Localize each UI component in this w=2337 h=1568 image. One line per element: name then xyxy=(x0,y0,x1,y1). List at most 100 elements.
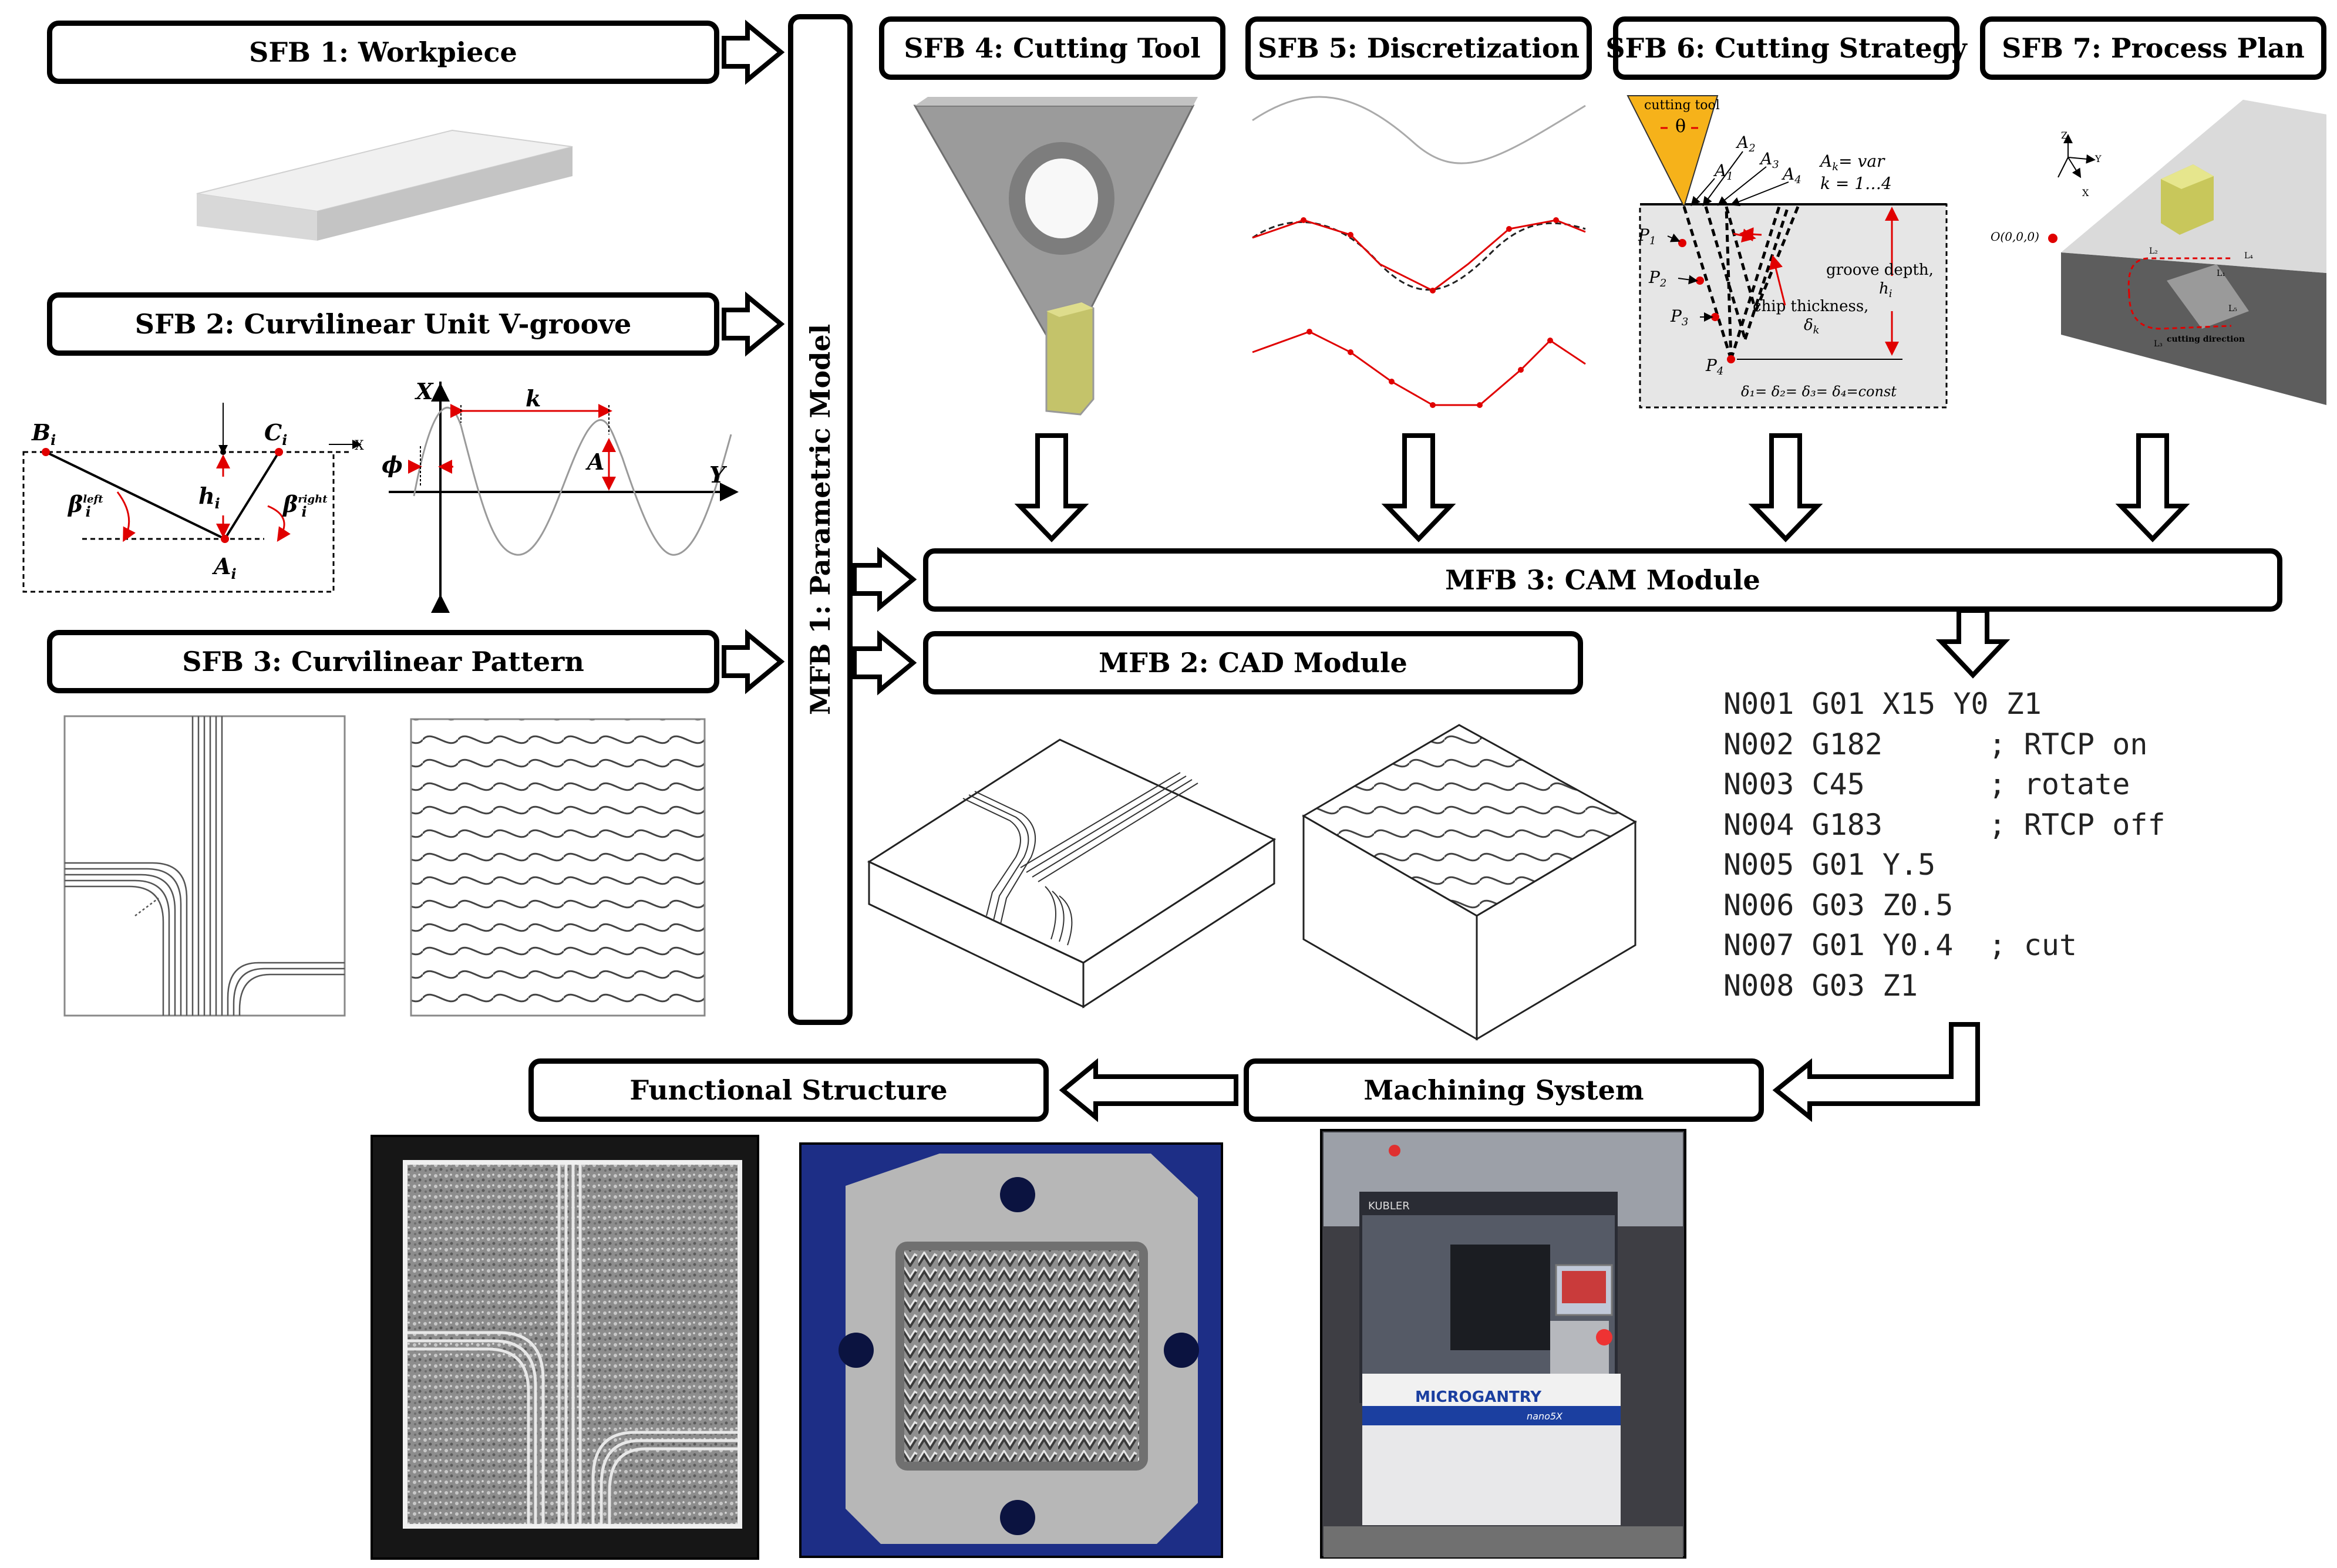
vgroove-beta-right-label: β xyxy=(282,491,298,517)
arrow-sfb3-to-mfb1 xyxy=(722,629,785,694)
svg-text:Ai: Ai xyxy=(212,553,237,582)
svg-text:Ci: Ci xyxy=(264,419,287,449)
sfb5-label: SFB 5: Discretization xyxy=(1257,32,1580,64)
p4-label: P4 xyxy=(1705,356,1723,377)
sine-k-label: k xyxy=(526,385,541,412)
a3-label: A3 xyxy=(1759,149,1779,171)
arrow-sfb7-down xyxy=(2115,433,2190,542)
functional-photo-1 xyxy=(371,1135,759,1560)
svg-text:L₅: L₅ xyxy=(2228,304,2237,313)
ak-label: Ak= var xyxy=(1819,151,1885,173)
arrow-sfb5-down xyxy=(1381,433,1456,542)
vgroove-a-label: A xyxy=(212,553,231,579)
cad-model-1 xyxy=(867,739,1277,1009)
mfb1-parametric-model-box: MFB 1: Parametric Model xyxy=(788,14,853,1025)
gcode-line: N007 G01 Y0.4 ; cut xyxy=(1723,928,2077,962)
svg-text:Z: Z xyxy=(2061,130,2067,141)
delta-const-label: δ₁= δ₂= δ₃= δ₄=const xyxy=(1741,383,1897,400)
svg-text:L₁: L₁ xyxy=(2217,269,2225,278)
theta-label: θ xyxy=(1675,116,1686,137)
sfb7-label: SFB 7: Process Plan xyxy=(2002,32,2305,64)
machining-label: Machining System xyxy=(1363,1074,1644,1106)
mfb2-label: MFB 2: CAD Module xyxy=(1099,647,1407,679)
svg-text:L₃: L₃ xyxy=(2154,339,2163,349)
curvilinear-pattern-2 xyxy=(410,718,706,1017)
sine-phi-label: ϕ xyxy=(382,451,403,478)
machine-brand-label: KUBLER xyxy=(1368,1200,1410,1212)
sine-a-label: A xyxy=(585,449,604,475)
sfb4-cutting-tool-box: SFB 4: Cutting Tool xyxy=(879,16,1225,80)
svg-text:δk: δk xyxy=(1804,316,1820,336)
gcode-line: N008 G03 Z1 xyxy=(1723,968,1918,1003)
functional-photo-2 xyxy=(799,1142,1223,1558)
mfb2-cad-module-box: MFB 2: CAD Module xyxy=(923,631,1583,694)
vgroove-beta-left-label: β xyxy=(67,491,83,517)
gcode-line: N006 G03 Z0.5 xyxy=(1723,888,1954,922)
cutting-tool-label: cutting tool xyxy=(1644,98,1720,113)
machine-model-label: MICROGANTRY xyxy=(1415,1388,1542,1406)
svg-text:X: X xyxy=(2082,187,2089,198)
arrow-sfb1-to-mfb1 xyxy=(722,19,785,85)
sfb1-label: SFB 1: Workpiece xyxy=(249,36,517,68)
svg-text:hi: hi xyxy=(198,483,220,512)
mfb3-label: MFB 3: CAM Module xyxy=(1445,564,1760,596)
curvilinear-pattern-1 xyxy=(63,715,346,1017)
k-range-label: k = 1…4 xyxy=(1820,174,1892,193)
arrow-gcode-to-machining xyxy=(1772,1022,1980,1122)
arrow-sfb4-down xyxy=(1014,433,1089,542)
svg-text:Bi: Bi xyxy=(31,419,56,449)
gcode-listing: N001 G01 X15 Y0 Z1 N002 G182 ; RTCP on N… xyxy=(1723,684,2166,1006)
chip-thickness-label: chip thickness, xyxy=(1753,298,1868,315)
arrow-sfb2-to-mfb1 xyxy=(722,291,785,357)
gcode-line: N005 G01 Y.5 xyxy=(1723,848,1936,882)
machine-sub-label: nano5X xyxy=(1527,1411,1563,1422)
workpiece-slab xyxy=(196,129,573,241)
sine-y-label: Y xyxy=(709,461,728,488)
vgroove-c-label: C xyxy=(264,419,282,446)
a1-label: A1 xyxy=(1713,161,1733,183)
sfb2-vgroove-box: SFB 2: Curvilinear Unit V-groove xyxy=(47,292,719,356)
origin-label: O(0,0,0) xyxy=(1991,230,2039,244)
sfb4-label: SFB 4: Cutting Tool xyxy=(904,32,1201,64)
sfb6-label: SFB 6: Cutting Strategy xyxy=(1605,32,1967,64)
p1-label: P1 xyxy=(1638,225,1656,247)
sfb1-workpiece-box: SFB 1: Workpiece xyxy=(47,21,719,84)
sine-x-label: X xyxy=(415,378,434,404)
a4-label: A4 xyxy=(1781,164,1801,186)
sfb5-discretization-box: SFB 5: Discretization xyxy=(1245,16,1592,80)
cutting-direction-label: cutting direction xyxy=(2167,335,2245,344)
svg-text:Y: Y xyxy=(2094,153,2102,164)
sfb3-pattern-box: SFB 3: Curvilinear Pattern xyxy=(47,630,719,693)
machining-system-photo: KUBLER MICROGANTRY nano5X xyxy=(1320,1129,1686,1559)
p3-label: P3 xyxy=(1670,306,1688,328)
vgroove-b-label: B xyxy=(31,419,50,446)
vgroove-h-label: h xyxy=(198,483,215,509)
sfb6-cutting-strategy-box: SFB 6: Cutting Strategy xyxy=(1605,16,1967,80)
vgroove-x-axis-label: X xyxy=(355,439,364,453)
arrow-sfb6-down xyxy=(1748,433,1823,542)
arrow-machining-to-functional xyxy=(1059,1058,1238,1122)
discretization-curves xyxy=(1252,96,1586,408)
cutting-tool-insert xyxy=(913,97,1198,416)
svg-text:hi: hi xyxy=(1879,280,1893,300)
machining-system-box: Machining System xyxy=(1244,1058,1764,1122)
cad-model-2 xyxy=(1302,724,1638,1041)
arrow-cam-to-gcode xyxy=(1935,608,2011,679)
sfb2-label: SFB 2: Curvilinear Unit V-groove xyxy=(134,308,632,340)
functional-structure-box: Functional Structure xyxy=(528,1058,1049,1122)
gcode-line: N002 G182 ; RTCP on xyxy=(1723,727,2148,761)
sine-curve-plot: X Y k A ϕ xyxy=(382,378,739,613)
gcode-line: N003 C45 ; rotate xyxy=(1723,767,2130,801)
arrow-mfb1-to-mfb2 xyxy=(852,630,917,696)
mfb3-cam-module-box: MFB 3: CAM Module xyxy=(923,548,2282,612)
sfb7-process-plan-box: SFB 7: Process Plan xyxy=(1980,16,2326,80)
arrow-mfb1-to-mfb3 xyxy=(852,547,917,612)
functional-label: Functional Structure xyxy=(629,1074,948,1106)
sfb3-label: SFB 3: Curvilinear Pattern xyxy=(182,646,584,677)
process-plan-render: O(0,0,0) cutting direction L₂ L₄ L₁ L₃ L… xyxy=(1991,100,2326,405)
groove-depth-label: groove depth, xyxy=(1826,261,1934,279)
